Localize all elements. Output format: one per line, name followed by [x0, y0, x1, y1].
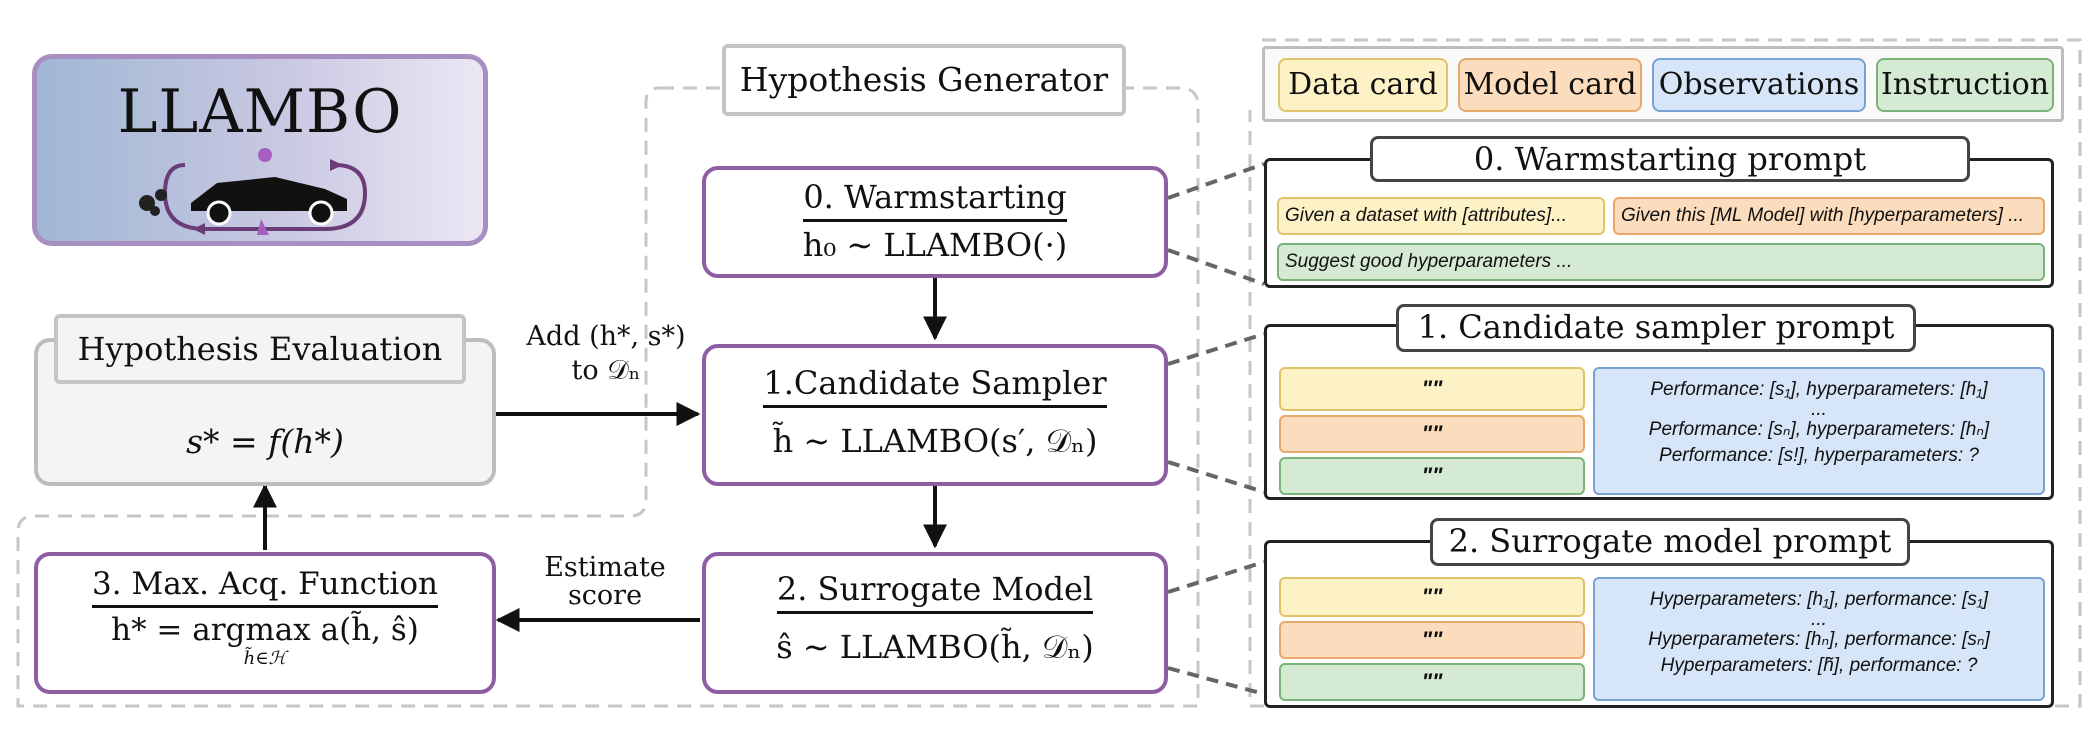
legend-data-card: Data card [1278, 58, 1448, 112]
race-car-icon [139, 148, 368, 235]
add-label-line1: Add (h*, s*) [526, 321, 686, 352]
generator-title: Hypothesis Generator [739, 60, 1109, 99]
max-acq-title: 3. Max. Acq. Function [92, 566, 438, 608]
surrogate-prompt-title: 2. Surrogate model prompt [1430, 518, 1910, 566]
cand-line-1: Performance: [s₁], hyperparameters: [h₁] [1650, 379, 1988, 400]
surrogate-model-title: 2. Surrogate Model [776, 570, 1094, 614]
add-label-line2: to 𝒟ₙ [571, 355, 641, 386]
cand-model-cell: "" [1279, 415, 1585, 453]
cand-line-3: Performance: [sₙ], hyperparameters: [hₙ] [1648, 419, 1990, 440]
surr-line-3: Hyperparameters: [hₙ], performance: [sₙ] [1648, 629, 1990, 650]
warm-instruction-cell: Suggest good hyperparameters ... [1277, 243, 2045, 281]
surr-line-1: Hyperparameters: [h₁], performance: [s₁] [1649, 589, 1989, 610]
legend-instruction: Instruction [1876, 58, 2054, 112]
surr-model-cell: "" [1279, 621, 1585, 659]
warmstarting-title: 0. Warmstarting [803, 178, 1067, 222]
surrogate-model-formula: ŝ ∼ LLAMBO(h̃, 𝒟ₙ) [776, 628, 1094, 666]
evaluation-title-tab: Hypothesis Evaluation [54, 314, 466, 384]
llambo-logo: LLAMBO [32, 54, 488, 246]
generator-label: Hypothesis Generator [722, 44, 1126, 116]
legend-model-card: Model card [1458, 58, 1642, 112]
estimate-label: Estimate score [520, 554, 690, 610]
warmstarting-formula: h₀ ∼ LLAMBO(·) [802, 226, 1068, 264]
estimate-label-line1: Estimate [544, 552, 666, 583]
surr-instruction-cell: "" [1279, 663, 1585, 701]
evaluation-title: Hypothesis Evaluation [77, 330, 443, 368]
surrogate-model-box: 2. Surrogate Model ŝ ∼ LLAMBO(h̃, 𝒟ₙ) [702, 552, 1168, 694]
max-acq-formula: h* = argmax a(h̃, ŝ) [111, 612, 419, 648]
max-acq-box: 3. Max. Acq. Function h* = argmax a(h̃, … [34, 552, 496, 694]
cand-line-4: Performance: [s!], hyperparameters: ? [1659, 445, 1979, 466]
legend-observations: Observations [1652, 58, 1866, 112]
surrogate-prompt-panel: "" "" "" Hyperparameters: [h₁], performa… [1264, 540, 2054, 708]
candidate-sampler-box: 1.Candidate Sampler h̃ ∼ LLAMBO(s′, 𝒟ₙ) [702, 344, 1168, 486]
estimate-label-line2: score [567, 580, 643, 611]
prompts-outline [1248, 38, 2082, 708]
warm-model-cell: Given this [ML Model] with [hyperparamet… [1613, 197, 2045, 235]
candidate-sampler-formula: h̃ ∼ LLAMBO(s′, 𝒟ₙ) [772, 422, 1098, 460]
surr-line-4: Hyperparameters: [h̃], performance: ? [1660, 655, 1978, 676]
candidate-sampler-title: 1.Candidate Sampler [763, 364, 1107, 408]
add-label: Add (h*, s*) to 𝒟ₙ [506, 320, 706, 388]
warmstarting-prompt-title: 0. Warmstarting prompt [1370, 136, 1970, 182]
max-acq-subscript: h̃∈ℋ [243, 648, 287, 669]
candidate-prompt-title: 1. Candidate sampler prompt [1396, 304, 1916, 352]
surr-observations-cell: Hyperparameters: [h₁], performance: [s₁]… [1593, 577, 2045, 701]
warmstarting-box: 0. Warmstarting h₀ ∼ LLAMBO(·) [702, 166, 1168, 278]
cand-line-2: ... [1811, 399, 1827, 420]
surr-line-2: ... [1811, 609, 1827, 630]
warm-data-cell: Given a dataset with [attributes]... [1277, 197, 1605, 235]
logo-title: LLAMBO [117, 77, 403, 147]
cand-observations-cell: Performance: [s₁], hyperparameters: [h₁]… [1593, 367, 2045, 495]
cand-data-cell: "" [1279, 367, 1585, 411]
evaluation-box: Hypothesis Evaluation s* = f(h*) [34, 314, 496, 486]
candidate-prompt-panel: "" "" "" Performance: [s₁], hyperparamet… [1264, 324, 2054, 500]
cand-instruction-cell: "" [1279, 457, 1585, 495]
surr-data-cell: "" [1279, 577, 1585, 617]
generator-outline [16, 86, 1200, 708]
evaluation-formula: s* = f(h*) [186, 422, 344, 461]
